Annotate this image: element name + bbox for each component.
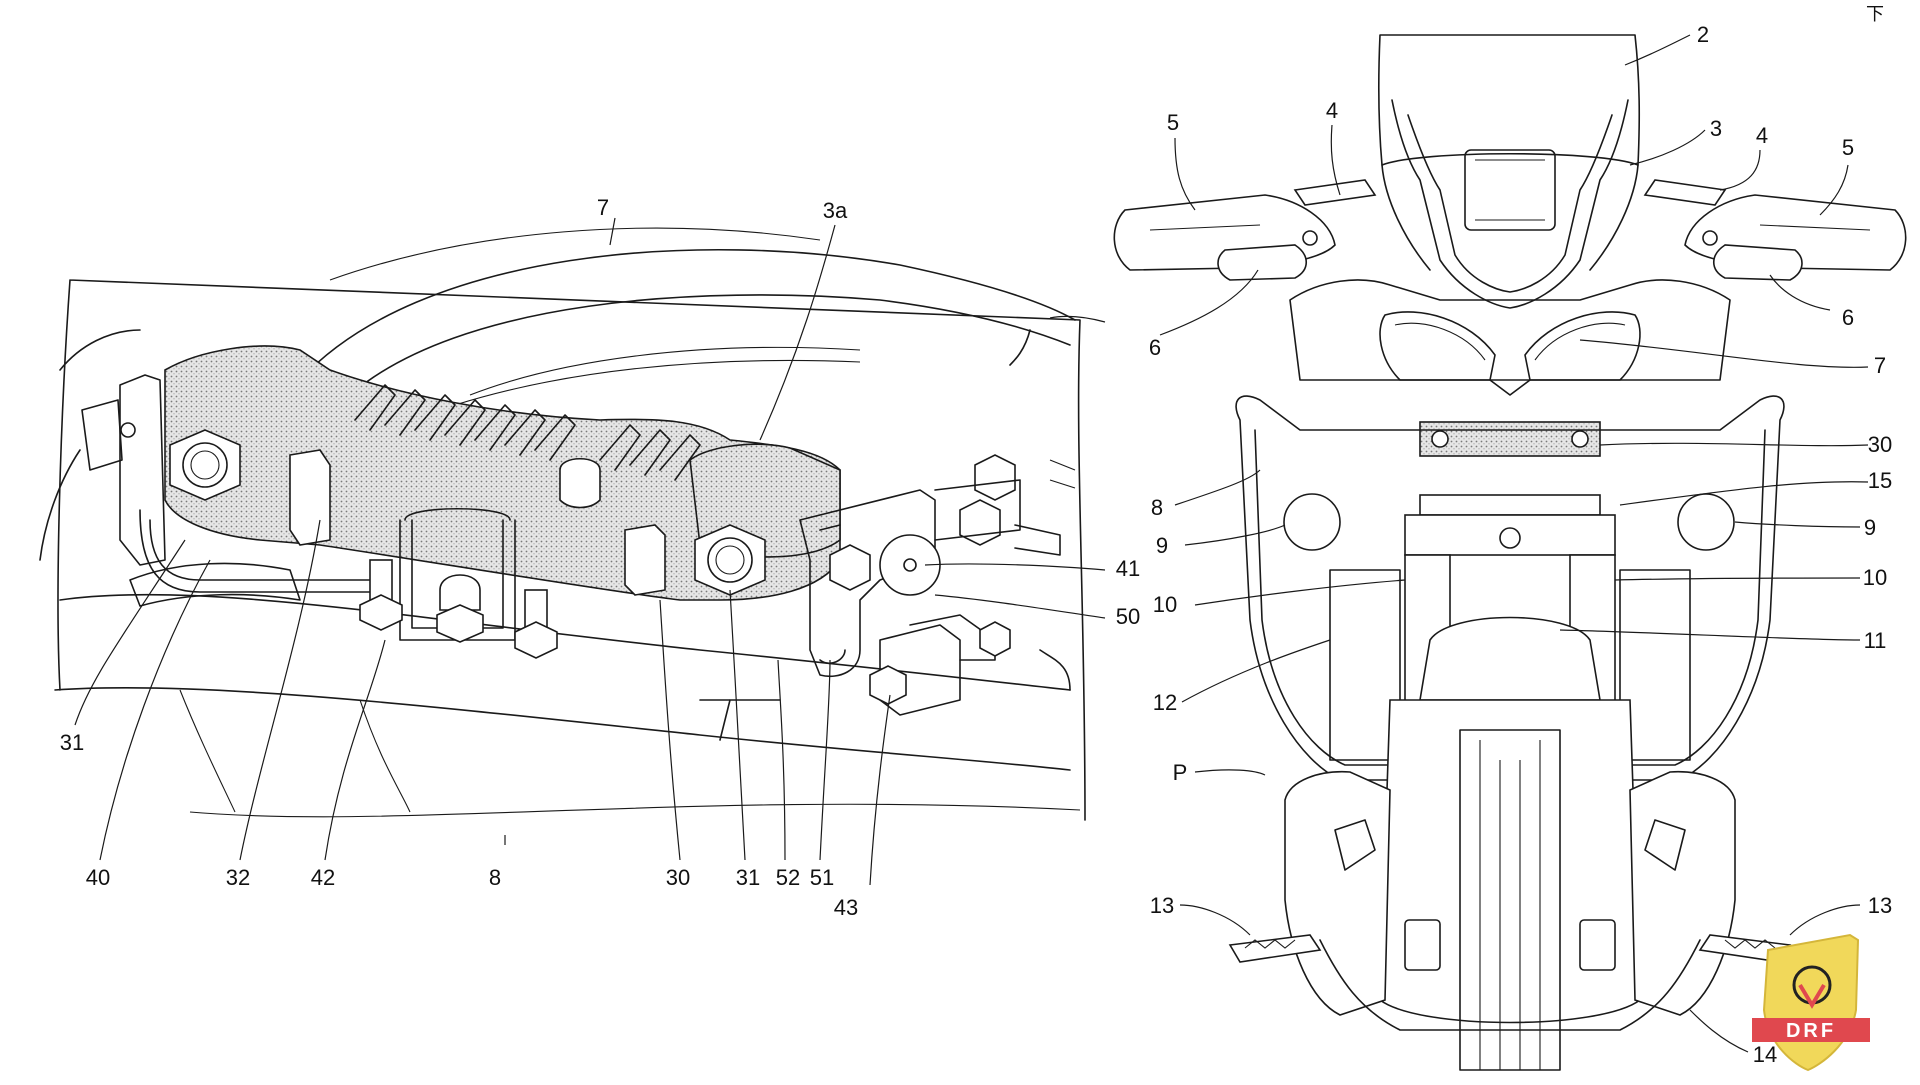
label-11: 11 bbox=[1864, 628, 1887, 653]
label-12: 12 bbox=[1153, 690, 1177, 715]
label-3a: 3a bbox=[823, 198, 848, 223]
studs-42 bbox=[359, 559, 558, 659]
heat-cover-30-front bbox=[1419, 421, 1601, 457]
label-5-right: 5 bbox=[1842, 135, 1854, 160]
label-51: 51 bbox=[810, 865, 834, 890]
label-31-left: 31 bbox=[60, 730, 84, 755]
bolt-31-right bbox=[694, 524, 766, 596]
label-6-left: 6 bbox=[1149, 335, 1161, 360]
label-41: 41 bbox=[1116, 556, 1140, 581]
right-figure-front-view: 2 3 4 4 5 5 6 6 7 30 15 8 9 9 10 10 11 1… bbox=[1113, 22, 1907, 1071]
label-8-right: 8 bbox=[1151, 495, 1163, 520]
label-9-right: 9 bbox=[1864, 515, 1876, 540]
label-7: 7 bbox=[597, 195, 609, 220]
label-13-right: 13 bbox=[1868, 893, 1892, 918]
label-6-right: 6 bbox=[1842, 305, 1854, 330]
heat-cover-30 bbox=[164, 345, 841, 601]
label-7-right: 7 bbox=[1874, 353, 1886, 378]
label-40: 40 bbox=[86, 865, 110, 890]
label-15: 15 bbox=[1868, 468, 1892, 493]
drf-banner bbox=[1752, 1018, 1870, 1042]
label-4-right: 4 bbox=[1756, 123, 1768, 148]
fog-lamp-right bbox=[1677, 493, 1735, 551]
windscreen-2 bbox=[1377, 34, 1641, 166]
label-30-right: 30 bbox=[1868, 432, 1892, 457]
label-2: 2 bbox=[1697, 22, 1709, 47]
front-fender-11 bbox=[1419, 616, 1601, 701]
label-5-left: 5 bbox=[1167, 110, 1179, 135]
frame-tube bbox=[59, 593, 1071, 691]
fog-lamp-left bbox=[1283, 493, 1341, 551]
drf-watermark-logo: DRF bbox=[1752, 933, 1870, 1072]
label-13-left: 13 bbox=[1150, 893, 1174, 918]
label-3: 3 bbox=[1710, 116, 1722, 141]
label-32: 32 bbox=[226, 865, 250, 890]
label-43: 43 bbox=[834, 895, 858, 920]
footpeg-left bbox=[1228, 934, 1322, 963]
label-P: P bbox=[1173, 760, 1188, 785]
left-figure-closeup: 7 3a 41 50 31 40 32 42 8 30 31 52 51 43 bbox=[39, 195, 1140, 920]
skid-plate-14 bbox=[1284, 770, 1391, 1016]
label-9-left: 9 bbox=[1156, 533, 1168, 558]
label-42: 42 bbox=[311, 865, 335, 890]
handguard-right bbox=[1643, 179, 1907, 281]
drf-banner-text: DRF bbox=[1786, 1020, 1836, 1042]
label-14: 14 bbox=[1753, 1042, 1777, 1067]
label-31-right: 31 bbox=[736, 865, 760, 890]
front-tire-arc bbox=[299, 248, 1076, 381]
label-30-left: 30 bbox=[666, 865, 690, 890]
label-8-left: 8 bbox=[489, 865, 501, 890]
label-10-right: 10 bbox=[1863, 565, 1887, 590]
bolt-31-left bbox=[169, 429, 241, 501]
crash-bar-8 bbox=[1235, 395, 1785, 781]
label-10-left: 10 bbox=[1153, 592, 1177, 617]
corner-mark: 下 bbox=[1866, 4, 1884, 24]
cutaway-boundary bbox=[57, 279, 1086, 821]
cooling-fins bbox=[354, 384, 701, 481]
label-50: 50 bbox=[1116, 604, 1140, 629]
handguard-left bbox=[1113, 179, 1377, 281]
label-52: 52 bbox=[776, 865, 800, 890]
label-4-left: 4 bbox=[1326, 98, 1338, 123]
